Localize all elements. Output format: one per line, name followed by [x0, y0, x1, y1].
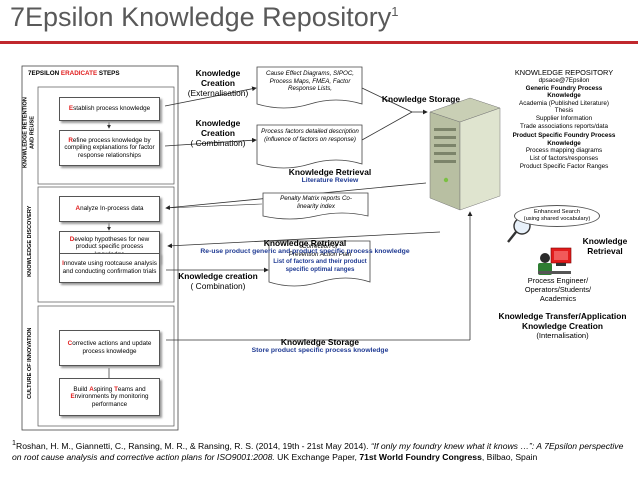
title-underline: [0, 41, 638, 44]
innovation-frame: [37, 305, 175, 427]
step-corrective: Corrective actions and update process kn…: [59, 330, 160, 366]
retention-frame: [37, 86, 175, 185]
creation-combination-2-label: Knowledge creation( Combination): [178, 271, 258, 291]
footnote: 1Roshan, H. M., Giannetti, C., Ransing, …: [12, 439, 624, 462]
users-label: Process Engineer/Operators/Students/Acad…: [524, 276, 592, 303]
title-footnote-marker: 1: [391, 4, 399, 19]
doc-process-tools: Cause Effect Diagrams, SIPOC, Process Ma…: [256, 66, 364, 112]
doc-penalty-matrix: Penalty Matrix reports Co-linearity inde…: [262, 192, 370, 222]
step-build-teams: Build Aspiring Teams and Environments by…: [59, 378, 160, 416]
user-computer-icon: [538, 247, 572, 275]
page-title: 7Epsilon Knowledge Repository1: [10, 2, 399, 32]
step-innovate: Innovate using rootcause analysis and co…: [59, 253, 160, 283]
steps-header: 7EPSILON ERADICATE STEPS: [28, 70, 120, 77]
step-establish: Establish process knowledge: [59, 97, 160, 121]
step-analyze: Analyze In-process data: [59, 196, 160, 222]
section-label-discovery: KNOWLEDGE DISCOVERY: [26, 205, 33, 277]
step-refine: Refine process knowledge by compiling ex…: [59, 130, 160, 166]
repository-panel: KNOWLEDGE REPOSITORY dpsace@7Epsilon Gen…: [512, 68, 616, 170]
enhanced-search-bubble: Enhanced Search (using shared vocabulary…: [514, 205, 600, 227]
knowledge-storage-label: Knowledge Storage: [381, 94, 461, 104]
steps-frame: [21, 65, 179, 431]
discovery-frame: [37, 186, 175, 303]
section-label-innovation: CULTURE OF INNOVATION: [26, 327, 33, 399]
server-icon: [429, 97, 501, 211]
doc-factor-description: Process factors detailed description (in…: [256, 124, 364, 172]
